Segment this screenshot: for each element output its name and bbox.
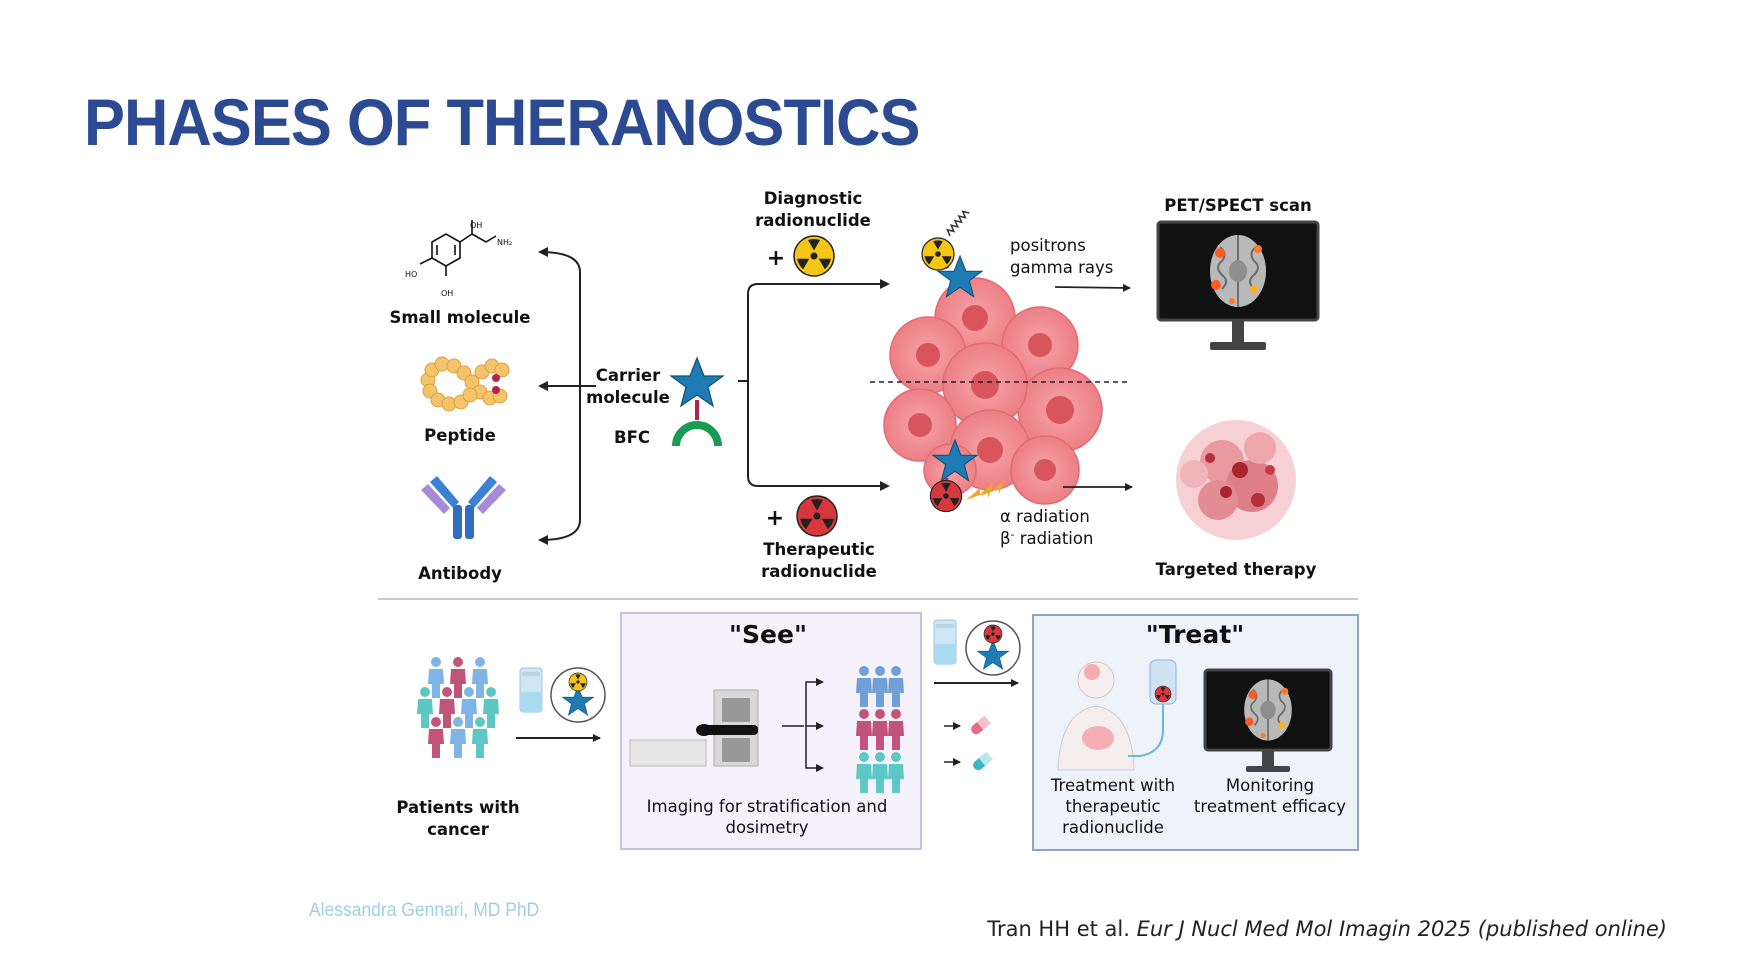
antibody-icon — [421, 476, 506, 539]
diagnostic-vial-icon — [519, 667, 543, 713]
patient-torso-icon — [1057, 661, 1135, 771]
monitoring-brain-scan-icon — [1243, 678, 1293, 742]
pill-teal-icon — [973, 751, 993, 771]
pet-brain-scan-icon — [1209, 234, 1267, 308]
diagnostic-callout-icon — [550, 667, 606, 723]
slide-title: PHASES OF THERANOSTICS — [84, 85, 920, 159]
bfc-label: BFC — [614, 428, 650, 447]
gamma-wave-icon — [946, 210, 970, 237]
arrow-to-peptide — [538, 381, 548, 391]
targeted-therapy-label: Targeted therapy — [1156, 560, 1317, 579]
therapeutic-line1: Therapeutic — [763, 540, 875, 559]
treatment-line1: Treatment with — [1050, 776, 1175, 795]
bfc-icon — [672, 421, 722, 447]
treatment-line2: therapeutic — [1065, 797, 1160, 816]
small-molecule-icon — [419, 220, 497, 276]
monitoring-line1: Monitoring — [1226, 776, 1314, 795]
antibody-label: Antibody — [418, 564, 502, 583]
arrow-to-diagnostic — [880, 279, 890, 289]
beta-radiation-label: β- radiation — [1000, 528, 1093, 548]
tumor-cluster-icon — [883, 277, 1103, 505]
arrow-to-therapeutic — [880, 481, 890, 491]
diagnostic-line1: Diagnostic — [764, 189, 863, 208]
citation-authors: Tran HH et al. — [987, 917, 1130, 941]
lightning-icon — [966, 482, 994, 500]
treat-title: "Treat" — [1146, 620, 1244, 649]
chem-nh2: NH₂ — [497, 238, 512, 247]
small-molecule-label: Small molecule — [389, 308, 530, 327]
pet-spect-label: PET/SPECT scan — [1164, 196, 1312, 215]
alpha-radiation-label: α radiation — [1000, 507, 1090, 526]
diagnostic-radiation-icon — [793, 235, 835, 277]
arrow-to-antibody — [538, 535, 548, 545]
carrier-star-icon — [670, 357, 724, 407]
treatment-line3: radionuclide — [1062, 818, 1164, 837]
gamma-rays-label: gamma rays — [1010, 258, 1113, 277]
see-title: "See" — [729, 620, 807, 649]
monitoring-line2: treatment efficacy — [1194, 797, 1346, 816]
imaging-line2: dosimetry — [726, 818, 809, 837]
diagnostic-line2: radionuclide — [755, 211, 871, 230]
peptide-label: Peptide — [424, 426, 496, 445]
chem-ho: HO — [405, 270, 417, 279]
targeted-therapy-icon — [1176, 420, 1296, 540]
scanner-icon — [629, 689, 759, 767]
diagnostic-bound-radiation-icon — [921, 237, 955, 271]
diagnostic-plus: + — [767, 246, 785, 271]
chem-oh-top: OH — [470, 221, 482, 230]
carrier-molecule-line2: molecule — [586, 388, 670, 407]
arrow-to-pet — [1054, 283, 1131, 292]
citation: Tran HH et al. Eur J Nucl Med Mol Imagin… — [987, 917, 1667, 941]
therapeutic-vial-icon — [933, 619, 957, 665]
positrons-label: positrons — [1010, 236, 1086, 255]
iv-bag-icon — [1128, 659, 1177, 757]
therapeutic-line2: radionuclide — [761, 562, 877, 581]
peptide-icon — [420, 356, 510, 412]
branch-lines — [738, 283, 888, 487]
patients-line2: cancer — [427, 820, 490, 839]
therapeutic-bound-radiation-icon — [929, 479, 963, 513]
carrier-molecule-line1: Carrier — [596, 366, 661, 385]
therapeutic-callout-icon — [965, 620, 1021, 676]
therapeutic-plus: + — [766, 506, 784, 531]
patients-line1: Patients with — [396, 798, 519, 817]
author-credit: Alessandra Gennari, MD PhD — [309, 900, 540, 921]
patients-crowd-icon — [417, 657, 499, 758]
therapeutic-radiation-icon — [796, 495, 838, 537]
chem-oh-bottom: OH — [441, 289, 453, 298]
pill-red-icon — [971, 715, 991, 735]
stratified-groups-icon — [856, 666, 904, 793]
imaging-line1: Imaging for stratification and — [647, 797, 888, 816]
citation-journal: Eur J Nucl Med Mol Imagin 2025 (publishe… — [1136, 917, 1667, 941]
arrow-to-small-molecule — [538, 247, 548, 257]
